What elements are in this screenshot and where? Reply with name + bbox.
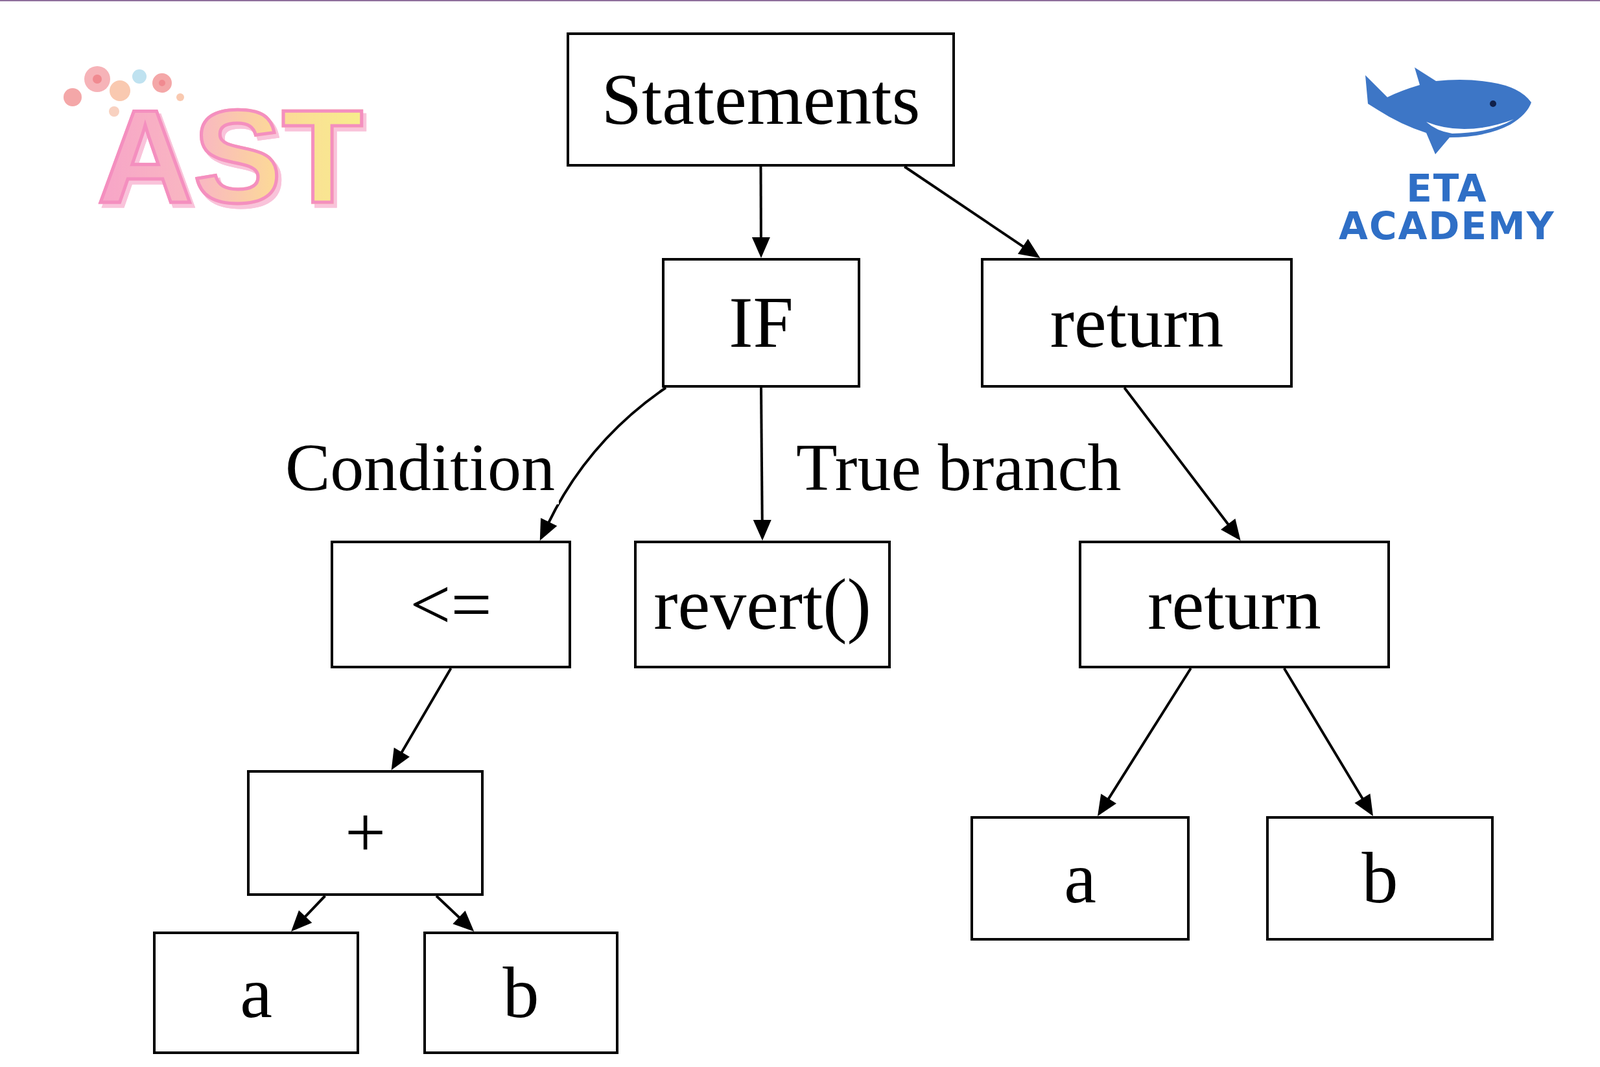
flower-center [92,74,102,84]
node-text: a [1063,838,1097,918]
connector [759,166,763,240]
if-box: IF [661,258,861,388]
node-text: a [239,952,273,1033]
root-box: Statements [566,32,955,167]
node-text: IF [728,282,794,363]
arrow-head [540,517,558,541]
node-text: b [1362,838,1399,918]
arrow-head [391,747,410,771]
return-box: return [980,258,1293,388]
flower-center [158,79,166,87]
arrow-head [1097,793,1117,817]
flower [132,69,147,84]
connector [1284,668,1365,801]
operator-box: + [247,770,484,896]
operator-box: <= [330,540,572,669]
connector [547,387,666,525]
connector [761,387,763,523]
node-text: return [1147,564,1321,645]
connector [400,668,452,755]
arrow-head [1354,793,1373,817]
arrow-head [1220,518,1241,541]
identifier-box: a [970,816,1190,941]
connector [904,166,1025,248]
arrow-head [291,910,312,932]
identifier-box: b [423,931,619,1055]
connector [303,895,325,919]
dolphin-belly [1426,119,1514,134]
dolphin-eye [1489,100,1497,107]
logo-text: ETA ACADEMY [1338,169,1556,246]
dolphin-logo [1365,67,1532,155]
node-text: return [1050,282,1224,363]
node-text: + [344,792,386,873]
call-box: revert() [634,540,891,669]
arrow-head [753,519,772,541]
edge-label: True branch [792,430,1126,505]
flower [84,66,111,93]
connector [1107,668,1191,801]
identifier-box: b [1266,816,1494,941]
arrow-head [752,237,771,259]
logo-text: AST [97,89,364,223]
edge-label: Condition [281,430,559,505]
return-box: return [1078,540,1390,669]
connector [1124,387,1230,527]
arrow-head [1017,239,1040,259]
node-text: Statements [601,59,920,140]
node-text: revert() [653,564,872,645]
connector [436,895,461,920]
dolphin-body [1365,67,1532,155]
arrow-head [452,910,474,932]
flower [63,88,82,107]
node-text: <= [409,564,492,645]
top-rule [0,0,1600,2]
node-text: b [503,952,540,1033]
identifier-box: a [152,931,360,1055]
